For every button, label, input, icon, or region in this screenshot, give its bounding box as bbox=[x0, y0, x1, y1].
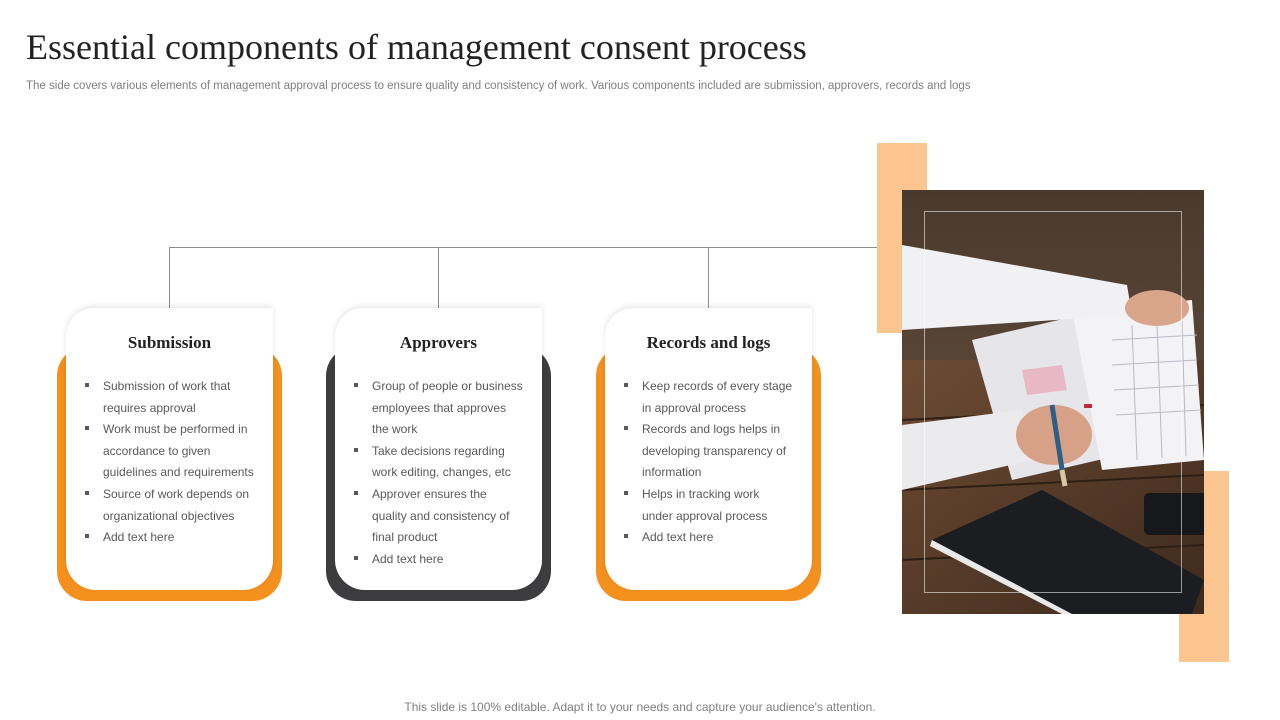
photo-inner-frame bbox=[924, 211, 1182, 593]
card-records-and-logs: Records and logs Keep records of every s… bbox=[596, 308, 821, 601]
list-item: Group of people or business employees th… bbox=[351, 376, 523, 441]
slide-subtitle: The side covers various elements of mana… bbox=[26, 80, 971, 92]
list-item: Approver ensures the quality and consist… bbox=[351, 484, 523, 549]
list-item-text: Keep records of every stage in approval … bbox=[642, 379, 793, 415]
list-item: Records and logs helps in developing tra… bbox=[621, 419, 793, 484]
bullet-icon bbox=[354, 555, 358, 560]
bullet-icon bbox=[85, 383, 89, 387]
list-item: Keep records of every stage in approval … bbox=[621, 376, 793, 419]
card-title: Approvers bbox=[399, 333, 478, 352]
connector-line-submission bbox=[169, 247, 170, 310]
list-item: Helps in tracking work under approval pr… bbox=[621, 484, 793, 527]
list-item-text: Work must be performed in accordance to … bbox=[103, 422, 254, 480]
connector-line-records bbox=[708, 247, 709, 310]
list-item-text: Source of work depends on organizational… bbox=[103, 486, 250, 523]
bullet-icon bbox=[624, 426, 628, 431]
bullet-icon bbox=[354, 383, 358, 387]
list-item-text: Take decisions regarding work editing, c… bbox=[372, 443, 511, 480]
list-item: Work must be performed in accordance to … bbox=[82, 419, 254, 484]
list-item: Add text here bbox=[621, 527, 793, 549]
list-item: Source of work depends on organizational… bbox=[82, 484, 254, 527]
bullet-icon bbox=[85, 490, 89, 495]
connector-horizontal-line bbox=[169, 247, 904, 248]
card-submission: Submission Submission of work that requi… bbox=[57, 308, 282, 601]
photo-illustration bbox=[902, 190, 1204, 614]
desk-paperwork-photo bbox=[902, 190, 1204, 614]
list-item-text: Add text here bbox=[372, 551, 444, 566]
bullet-icon bbox=[85, 534, 89, 539]
list-item-text: Add text here bbox=[103, 530, 175, 545]
card-approvers: Approvers Group of people or business em… bbox=[326, 308, 551, 601]
slide-footer: This slide is 100% editable. Adapt it to… bbox=[404, 700, 876, 714]
card-body: Records and logs Keep records of every s… bbox=[605, 308, 812, 590]
list-item-text: Records and logs helps in developing tra… bbox=[642, 422, 787, 480]
list-item-text: Helps in tracking work under approval pr… bbox=[642, 486, 768, 523]
bullet-icon bbox=[354, 447, 358, 452]
card-bullet-list: Keep records of every stage in approval … bbox=[621, 376, 793, 549]
slide-title: Essential components of management conse… bbox=[26, 27, 807, 67]
card-body: Approvers Group of people or business em… bbox=[335, 308, 542, 590]
bullet-icon bbox=[624, 490, 628, 495]
list-item-text: Approver ensures the quality and consist… bbox=[372, 486, 510, 545]
card-bullet-list: Submission of work that requires approva… bbox=[82, 376, 254, 549]
bullet-icon bbox=[354, 490, 358, 495]
card-body: Submission Submission of work that requi… bbox=[66, 308, 273, 590]
connector-line-approvers bbox=[438, 247, 439, 310]
list-item: Submission of work that requires approva… bbox=[82, 376, 254, 419]
list-item-text: Group of people or business employees th… bbox=[372, 379, 523, 437]
list-item: Take decisions regarding work editing, c… bbox=[351, 441, 523, 484]
bullet-icon bbox=[624, 534, 628, 539]
card-title: Submission bbox=[127, 333, 212, 352]
bullet-icon bbox=[85, 426, 89, 431]
list-item: Add text here bbox=[351, 549, 523, 571]
list-item: Add text here bbox=[82, 527, 254, 549]
bullet-icon bbox=[624, 383, 628, 387]
list-item-text: Submission of work that requires approva… bbox=[103, 379, 231, 415]
list-item-text: Add text here bbox=[642, 530, 714, 545]
card-bullet-list: Group of people or business employees th… bbox=[351, 376, 523, 570]
card-title: Records and logs bbox=[646, 333, 771, 352]
